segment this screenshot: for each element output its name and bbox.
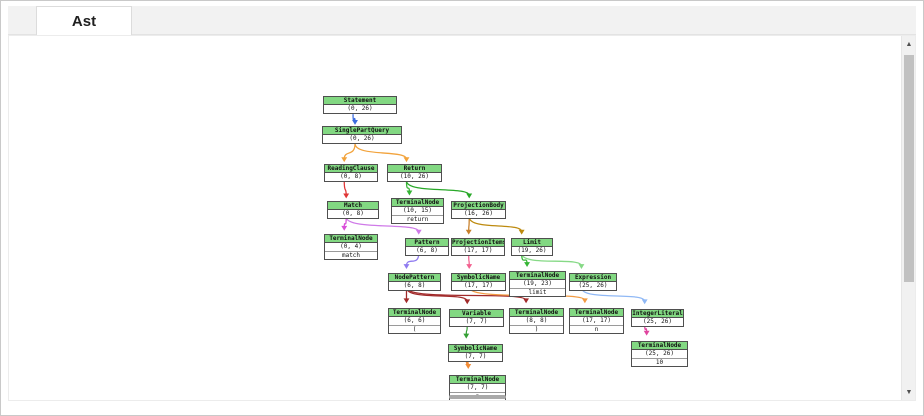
ast-node-match[interactable]: Match(0, 8) [327,201,379,219]
node-title: NodePattern [389,274,440,282]
node-title: Return [388,165,441,173]
node-title: Match [328,202,378,210]
node-title: TerminalNode [510,309,563,317]
scroll-down-icon[interactable]: ▼ [905,388,913,396]
node-range: (25, 26) [643,318,672,325]
tab-ast-label: Ast [71,13,97,30]
node-title: Pattern [406,239,448,247]
horizontal-scrollbar-thumb[interactable] [449,395,506,399]
node-range: (7, 7) [465,318,488,325]
node-title: Variable [450,310,503,318]
node-title: TerminalNode [392,199,443,207]
ast-node-limit[interactable]: Limit(19, 26) [511,238,553,256]
ast-node-terminal_rparen[interactable]: TerminalNode(8, 8)) [509,308,564,334]
ast-node-variable[interactable]: Variable(7, 7) [449,309,504,327]
node-range: (16, 26) [464,210,493,217]
node-title: TerminalNode [510,272,565,280]
node-title: SinglePartQuery [323,127,401,135]
node-token-text: ) [510,325,563,333]
vertical-scrollbar-thumb[interactable] [904,55,914,282]
node-title: TerminalNode [325,235,377,243]
node-title: ReadingClause [325,165,377,173]
node-range: (19, 23) [523,280,552,287]
node-token-text: n [570,325,623,333]
ast-node-integer_literal[interactable]: IntegerLiteral(25, 26) [631,309,684,327]
node-title: Statement [324,97,396,105]
node-title: SymbolicName [452,274,505,282]
vertical-scrollbar[interactable]: ▲ ▼ [901,36,915,400]
node-token-text: ( [389,325,440,333]
node-range: (19, 26) [517,247,547,254]
node-title: ProjectionItems [452,239,504,247]
node-range: (0, 26) [347,105,373,112]
node-range: (17, 17) [464,282,493,289]
node-range: (25, 26) [578,282,608,289]
node-range: (6, 6) [403,317,426,324]
ast-node-symbolic_name_7[interactable]: SymbolicName(7, 7) [448,344,503,362]
node-range: (7, 7) [464,353,487,360]
node-title: SymbolicName [449,345,502,353]
node-title: Expression [570,274,616,282]
ast-node-node_pattern[interactable]: NodePattern(6, 8) [388,273,441,291]
node-title: Limit [512,239,552,247]
node-token-text: 10 [632,358,687,366]
node-title: TerminalNode [389,309,440,317]
node-token-text: return [392,215,443,223]
ast-node-reading_clause[interactable]: ReadingClause(0, 8) [324,164,378,182]
node-range: (6, 8) [416,247,438,254]
ast-node-pattern[interactable]: Pattern(6, 8) [405,238,449,256]
ast-node-projection_items[interactable]: ProjectionItems(17, 17) [451,238,505,256]
node-range: (10, 26) [400,173,429,180]
node-range: (8, 8) [525,317,548,324]
node-range: (10, 15) [403,207,432,214]
node-range: (0, 4) [340,243,362,250]
ast-node-terminal_10[interactable]: TerminalNode(25, 26)10 [631,341,688,367]
tab-ast[interactable]: Ast [36,6,132,36]
node-title: TerminalNode [450,376,505,384]
node-title: IntegerLiteral [632,310,683,318]
ast-node-symbolic_name_17[interactable]: SymbolicName(17, 17) [451,273,506,291]
ast-node-statement[interactable]: Statement(0, 26) [323,96,397,114]
ast-node-projection_body[interactable]: ProjectionBody(16, 26) [451,201,506,219]
ast-panel: Statement(0, 26)SinglePartQuery(0, 26)Re… [8,35,916,401]
node-range: (25, 26) [645,350,674,357]
node-title: TerminalNode [632,342,687,350]
ast-node-terminal_limit[interactable]: TerminalNode(19, 23)limit [509,271,566,297]
ast-node-terminal_return[interactable]: TerminalNode(10, 15)return [391,198,444,224]
node-title: ProjectionBody [452,202,505,210]
node-token-text: match [325,251,377,259]
node-title: TerminalNode [570,309,623,317]
node-range: (0, 8) [340,173,362,180]
ast-node-terminal_n_17[interactable]: TerminalNode(17, 17)n [569,308,624,334]
tab-bar: Ast [8,6,916,36]
node-range: (0, 8) [342,210,364,217]
node-range: (0, 26) [349,135,375,142]
ast-node-return[interactable]: Return(10, 26) [387,164,442,182]
node-range: (17, 17) [463,247,493,254]
ast-diagram-canvas: Statement(0, 26)SinglePartQuery(0, 26)Re… [9,36,901,400]
ast-node-expression[interactable]: Expression(25, 26) [569,273,617,291]
node-range: (6, 8) [403,282,426,289]
ast-node-terminal_lparen[interactable]: TerminalNode(6, 6)( [388,308,441,334]
ast-node-terminal_match[interactable]: TerminalNode(0, 4)match [324,234,378,260]
node-range: (17, 17) [582,317,611,324]
node-token-text: limit [510,288,565,296]
node-range: (7, 7) [466,384,489,391]
scroll-up-icon[interactable]: ▲ [905,40,913,48]
ast-node-single_part_query[interactable]: SinglePartQuery(0, 26) [322,126,402,144]
